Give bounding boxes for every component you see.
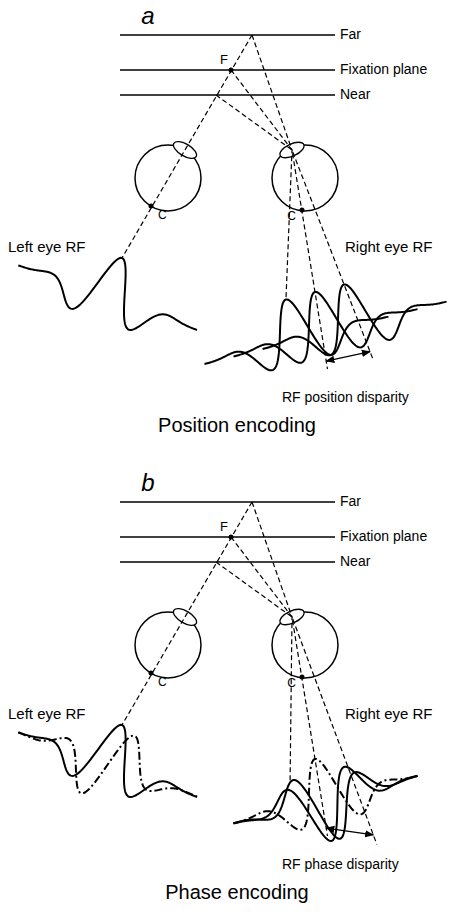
figure-label: F <box>220 53 228 67</box>
figure-label: Near <box>340 87 370 102</box>
line-of-sight <box>216 562 377 844</box>
figure-label: Far <box>340 27 361 42</box>
figure-label: Right eye RF <box>345 239 433 256</box>
retina-center-point <box>149 204 154 209</box>
line-of-sight <box>252 35 292 299</box>
figure-label: Far <box>340 494 361 509</box>
right-receptive-field <box>234 292 418 363</box>
panel-letter: a <box>141 3 154 29</box>
line-of-sight <box>252 502 292 782</box>
panel-letter: b <box>141 470 154 496</box>
panel-title: Position encoding <box>158 414 316 436</box>
figure-label: RF phase disparity <box>282 857 399 872</box>
figure-label: RF position disparity <box>282 390 409 405</box>
retina-center-point <box>300 208 305 213</box>
figure-label: Fixation plane <box>340 529 427 544</box>
depth-plane <box>120 561 335 563</box>
left-receptive-field <box>18 725 197 797</box>
right-receptive-field <box>263 284 447 355</box>
line-of-sight <box>231 70 327 369</box>
retina-center-point <box>300 675 305 680</box>
line-of-sight <box>231 537 327 836</box>
disparity-arrow <box>326 352 370 361</box>
figure-label: F <box>220 520 228 534</box>
figure-label: Left eye RF <box>8 706 86 723</box>
figure-label: C <box>287 677 296 690</box>
line-of-sight <box>122 502 252 725</box>
phase-panel <box>18 502 417 844</box>
depth-plane <box>120 501 335 503</box>
depth-plane <box>120 536 335 538</box>
depth-plane <box>120 94 335 96</box>
figure-label: Near <box>340 554 370 569</box>
eye-lens <box>171 138 199 162</box>
line-of-sight <box>122 35 252 258</box>
figure-label: C <box>158 209 167 222</box>
disparity-arrow <box>326 828 373 835</box>
eye-lens <box>171 605 199 629</box>
panel-title: Phase encoding <box>165 881 308 903</box>
left-receptive-field <box>18 258 197 330</box>
right-receptive-field <box>233 767 417 841</box>
position-panel <box>18 35 446 370</box>
figure-label: C <box>287 210 296 223</box>
right-receptive-field <box>204 299 388 370</box>
depth-plane <box>120 34 335 36</box>
figure-label: Left eye RF <box>8 239 86 256</box>
figure-label: Fixation plane <box>340 62 427 77</box>
depth-plane <box>120 69 335 71</box>
line-of-sight <box>216 95 374 361</box>
retina-center-point <box>149 671 154 676</box>
figure-label: Right eye RF <box>345 706 433 723</box>
left-receptive-field <box>18 732 197 796</box>
figure-label: C <box>158 676 167 689</box>
right-receptive-field <box>233 772 417 839</box>
